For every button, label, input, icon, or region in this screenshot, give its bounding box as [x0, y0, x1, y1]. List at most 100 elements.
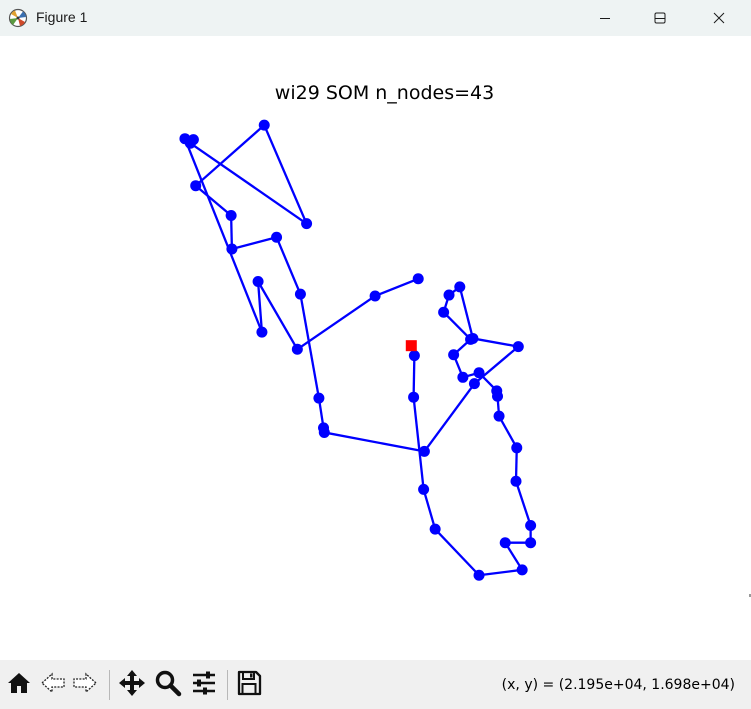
route-segment — [422, 489, 437, 530]
zoom-icon — [154, 669, 182, 701]
route-segment — [458, 286, 474, 339]
route-segment — [374, 277, 419, 298]
som-node — [438, 306, 450, 318]
maximize-icon — [654, 12, 666, 24]
som-node — [511, 442, 523, 454]
som-node — [271, 231, 283, 243]
route-segment — [478, 568, 523, 577]
som-nodes — [179, 119, 537, 581]
som-route — [183, 124, 532, 577]
som-node — [412, 273, 424, 285]
pan-button[interactable] — [117, 670, 147, 700]
zoom-button[interactable] — [153, 670, 183, 700]
home-icon — [6, 670, 32, 700]
minimize-button[interactable] — [637, 0, 683, 36]
som-node — [457, 371, 469, 383]
pan-icon — [118, 669, 146, 701]
som-node — [252, 276, 264, 287]
close-button[interactable] — [696, 0, 742, 36]
route-segment — [189, 142, 308, 225]
som-node — [448, 349, 460, 361]
title-bar: Figure 1 — [0, 0, 751, 36]
forward-icon — [71, 670, 99, 700]
route-segment — [229, 215, 234, 249]
som-node — [187, 134, 199, 146]
matplotlib-icon — [8, 8, 28, 28]
route-segment — [263, 124, 308, 225]
home-button[interactable] — [4, 670, 34, 700]
maximize-button[interactable] — [637, 0, 683, 36]
minimize-icon — [654, 12, 666, 24]
back-icon — [39, 670, 67, 700]
route-segment — [231, 236, 277, 251]
toolbar-separator — [109, 670, 110, 700]
som-node — [525, 537, 537, 549]
configure-subplots-icon — [191, 670, 217, 700]
minimize-button[interactable] — [582, 0, 628, 36]
route-segment — [514, 447, 518, 482]
close-icon — [713, 12, 725, 24]
route-segment — [472, 337, 519, 348]
route-segment — [194, 124, 266, 187]
som-node — [473, 569, 485, 581]
som-node — [369, 290, 381, 302]
som-node — [499, 537, 511, 549]
route-segment — [183, 138, 263, 333]
route-segment — [299, 293, 321, 399]
figure-canvas[interactable] — [0, 36, 751, 660]
som-node — [313, 392, 325, 404]
route-segment — [498, 415, 518, 449]
som-node — [491, 385, 503, 397]
save-icon — [236, 670, 262, 700]
forward-button[interactable] — [70, 670, 100, 700]
route-segment — [275, 236, 302, 295]
som-node — [429, 523, 441, 535]
som-node — [443, 289, 455, 301]
som-node — [301, 218, 313, 230]
som-node — [512, 341, 524, 353]
route-segment — [412, 355, 416, 398]
som-node — [226, 243, 238, 255]
som-node — [408, 350, 420, 362]
som-node — [179, 133, 191, 145]
route-segment — [257, 280, 299, 350]
cursor-coordinates: (x, y) = (2.195e+04, 1.698e+04) — [501, 677, 735, 693]
back-button[interactable] — [38, 670, 68, 700]
som-node — [291, 343, 303, 355]
som-node — [294, 288, 306, 300]
route-segment — [412, 397, 425, 490]
divider — [749, 594, 751, 597]
toolbar-separator — [227, 670, 228, 700]
som-node — [516, 564, 528, 576]
route-segment — [442, 311, 472, 341]
som-node — [493, 410, 505, 422]
som-node — [418, 483, 430, 495]
window-title: Figure 1 — [36, 9, 88, 25]
minimize-icon — [599, 12, 611, 24]
som-node — [467, 332, 479, 344]
som-node — [225, 210, 237, 222]
som-node — [318, 422, 330, 434]
route-segment — [324, 431, 425, 453]
plot-title: wi29 SOM n_nodes=43 — [274, 82, 495, 104]
navigation-toolbar: (x, y) = (2.195e+04, 1.698e+04) — [0, 660, 751, 709]
highlighted-node — [405, 340, 417, 352]
som-node — [454, 281, 466, 293]
highlight-layer — [405, 340, 417, 352]
som-node — [525, 520, 537, 532]
som-node — [256, 326, 268, 338]
route-segment — [194, 184, 232, 217]
som-node — [418, 445, 430, 457]
save-button[interactable] — [234, 670, 264, 700]
configure-subplots-button[interactable] — [189, 670, 219, 700]
som-node — [258, 119, 270, 131]
route-segment — [423, 382, 476, 453]
route-segment — [514, 480, 532, 526]
route-segment — [434, 528, 480, 577]
route-segment — [473, 345, 520, 385]
route-segment — [296, 295, 376, 351]
som-node — [473, 367, 485, 379]
som-node — [468, 378, 480, 390]
som-node — [510, 475, 522, 487]
